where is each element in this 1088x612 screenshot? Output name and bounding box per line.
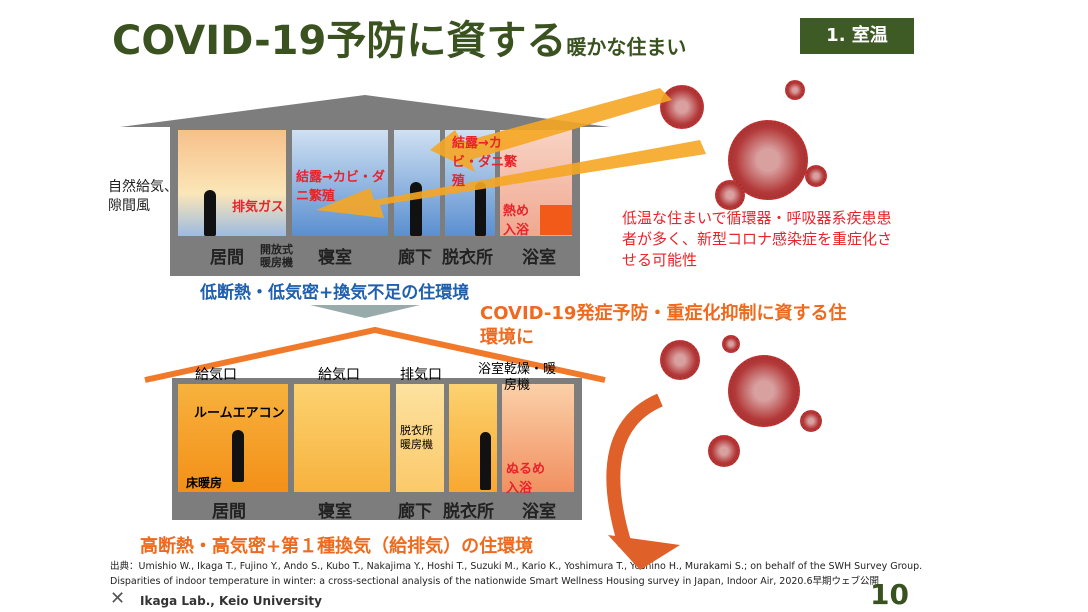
warm-bath-note: ぬるめ入浴 bbox=[506, 462, 546, 496]
lab-logo-icon: ✕ bbox=[110, 588, 126, 609]
room-label: 脱衣所 bbox=[443, 502, 494, 522]
room-label: 寝室 bbox=[318, 248, 352, 268]
bathtub-icon bbox=[540, 205, 572, 235]
top-caption: 低断熱・低気密+換気不足の住環境 bbox=[200, 283, 470, 303]
supply-vent-label: 給気口 bbox=[318, 367, 360, 383]
virus-icon bbox=[728, 355, 800, 427]
virus-icon bbox=[660, 85, 704, 129]
top-bedroom bbox=[292, 130, 388, 236]
citation-line: Disparities of indoor temperature in win… bbox=[110, 576, 880, 587]
bottom-bathroom bbox=[502, 384, 574, 492]
exhaust-note: 排気ガス bbox=[232, 200, 285, 215]
virus-icon bbox=[805, 165, 827, 187]
floor-heating-label: 床暖房 bbox=[186, 476, 223, 490]
condensation-note: 結露→カビ・ダニ繁殖 bbox=[296, 170, 385, 204]
transition-arrow-head bbox=[608, 535, 680, 570]
room-label: 寝室 bbox=[318, 502, 352, 522]
condensation-note: 結露→カビ・ダニ繁殖 bbox=[452, 136, 518, 189]
page-number: 10 bbox=[870, 578, 909, 611]
bath-dryer-label: 浴室乾燥・暖房機 bbox=[477, 362, 556, 393]
person-icon bbox=[480, 432, 491, 490]
virus-icon bbox=[785, 80, 805, 100]
top-roof bbox=[120, 95, 610, 127]
bottom-bedroom bbox=[294, 384, 390, 492]
room-label: 居間 bbox=[210, 248, 244, 268]
inflow-note: 自然給気、隙間風 bbox=[108, 179, 178, 214]
room-label: 開放式暖房機 bbox=[260, 243, 293, 269]
virus-icon bbox=[715, 180, 745, 210]
person-icon bbox=[475, 182, 486, 236]
goal-text: COVID-19発症予防・重症化抑制に資する住環境に bbox=[480, 303, 847, 348]
bottom-hallway bbox=[396, 384, 444, 492]
top-living-room bbox=[178, 130, 286, 236]
lab-name: Ikaga Lab., Keio University bbox=[140, 594, 322, 608]
exhaust-vent-label: 排気口 bbox=[400, 367, 442, 383]
virus-icon bbox=[722, 335, 740, 353]
room-label: 浴室 bbox=[522, 502, 556, 522]
section-badge: 1. 室温 bbox=[800, 18, 914, 54]
room-label: 廊下 bbox=[398, 502, 432, 522]
dressing-heater-label: 脱衣所暖房機 bbox=[400, 424, 433, 451]
citation-line: 出典：Umishio W., Ikaga T., Fujino Y., Ando… bbox=[110, 561, 923, 572]
risk-text: 低温な住まいで循環器・呼吸器系疾患患者が多く、新型コロナ感染症を重症化させる可能… bbox=[622, 209, 893, 269]
aircon-label: ルームエアコン bbox=[194, 406, 285, 421]
virus-icon bbox=[800, 410, 822, 432]
person-icon bbox=[204, 190, 216, 236]
cold-air-arrow bbox=[430, 88, 672, 172]
transition-arrow bbox=[606, 393, 663, 548]
hot-bath-note: 熱め入浴 bbox=[503, 204, 530, 238]
virus-icon bbox=[660, 340, 700, 380]
room-label: 脱衣所 bbox=[442, 248, 493, 268]
room-label: 居間 bbox=[212, 502, 246, 522]
down-arrow bbox=[310, 305, 420, 318]
bottom-caption: 高断熱・高気密+第１種換気（給排気）の住環境 bbox=[140, 536, 534, 557]
cold-air-arrow bbox=[316, 140, 706, 218]
supply-vent-label: 給気口 bbox=[195, 367, 237, 383]
room-label: 浴室 bbox=[522, 248, 556, 268]
person-icon bbox=[232, 430, 244, 482]
room-label: 廊下 bbox=[398, 248, 432, 268]
slide-title: COVID-19予防に資する暖かな住まい bbox=[112, 18, 687, 64]
bottom-roof bbox=[144, 326, 606, 383]
virus-icon bbox=[708, 435, 740, 467]
